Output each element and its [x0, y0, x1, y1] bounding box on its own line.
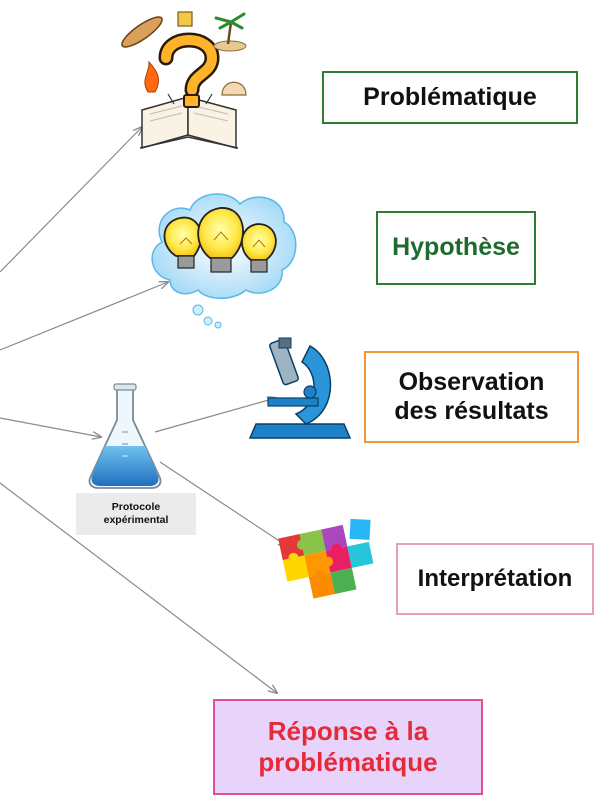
arrow-to-reponse: [0, 482, 277, 693]
erlenmeyer-flask-icon: [88, 383, 162, 489]
observation-label-line2: des résultats: [394, 397, 549, 425]
interpretation-box: Interprétation: [396, 543, 594, 615]
arrow-to-problematique: [0, 127, 142, 273]
arrow-to-hypothese: [0, 282, 168, 351]
question-book-icon: [121, 11, 247, 149]
reponse-label-line1: Réponse à la: [267, 716, 429, 747]
hypothese-box: Hypothèse: [376, 211, 536, 285]
lightbulbs-cloud-icon: [151, 193, 297, 329]
observation-label-line1: Observation: [398, 367, 545, 396]
protocole-label: Protocole expérimental: [76, 493, 196, 535]
arrows: [0, 127, 287, 693]
puzzle-icon: [278, 518, 374, 599]
problematique-box: Problématique: [322, 71, 578, 124]
arrow-to-interpretation: [159, 461, 287, 546]
reponse-label-line2: problématique: [258, 747, 438, 777]
microscope-icon: [248, 337, 352, 439]
problematique-label: Problématique: [363, 82, 537, 111]
observation-box: Observation des résultats: [364, 351, 579, 443]
reponse-box: Réponse à la problématique: [213, 699, 483, 795]
interpretation-label: Interprétation: [417, 564, 573, 592]
arrow-to-observation: [154, 398, 276, 433]
protocole-label-line2: expérimental: [103, 514, 169, 526]
hypothese-label: Hypothèse: [392, 233, 520, 262]
arrow-to-protocole: [0, 417, 101, 437]
protocole-label-line1: Protocole: [111, 500, 161, 513]
